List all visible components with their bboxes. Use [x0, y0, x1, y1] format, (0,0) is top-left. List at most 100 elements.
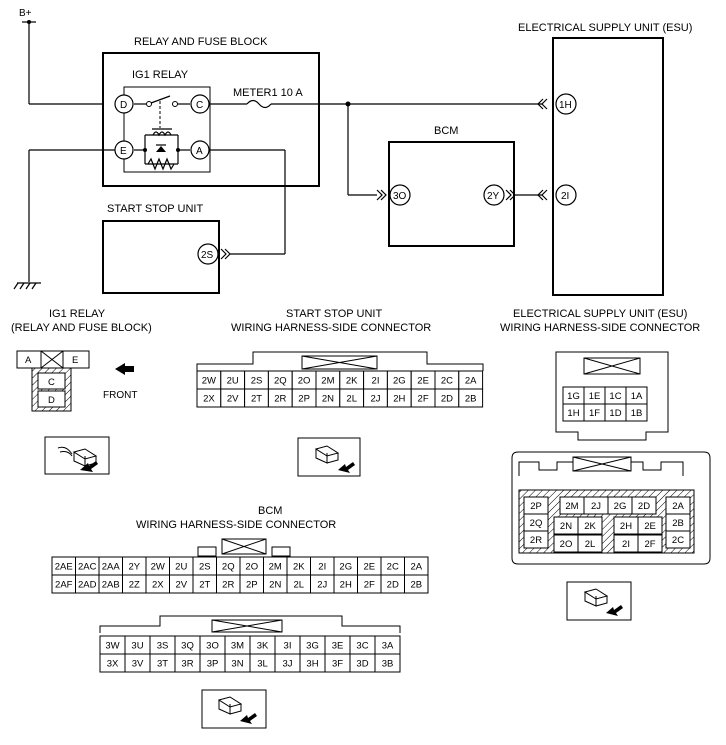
- pin-cell: 3N: [231, 659, 243, 670]
- pin-cell: 2M: [565, 501, 578, 512]
- esu-title: ELECTRICAL SUPPLY UNIT (ESU): [518, 22, 692, 34]
- pin-cell: 3X: [107, 659, 119, 670]
- pin-cell: 2A: [465, 376, 477, 387]
- pin-cell: 2O: [298, 376, 311, 387]
- pin-cell: 2AB: [102, 580, 120, 591]
- pin-cell: 2P: [298, 394, 310, 405]
- pin-cell: 2A: [410, 562, 422, 573]
- b-plus-label: B+: [19, 8, 32, 19]
- pin-cell: 2B: [672, 518, 684, 529]
- pin-cell: 2Z: [129, 580, 140, 591]
- bcm-title: BCM: [434, 125, 458, 137]
- pin-cell: 3U: [131, 641, 143, 652]
- esu-conn-subtitle: WIRING HARNESS-SIDE CONNECTOR: [500, 322, 700, 334]
- pin-cell: 2E: [644, 521, 656, 532]
- ssu-connector-icon: [297, 437, 361, 477]
- pin-cell: 1F: [589, 408, 600, 419]
- pin-cell: 3Q: [181, 641, 194, 652]
- pin-cell: 2F: [418, 394, 429, 405]
- start-stop-unit-title: START STOP UNIT: [107, 203, 203, 215]
- front-arrow-icon: [115, 363, 134, 375]
- ig1-relay-box: [123, 86, 211, 173]
- pin-cell: 2W: [151, 562, 165, 573]
- ig1-conn-subtitle: (RELAY AND FUSE BLOCK): [11, 322, 152, 334]
- relay-pin-e-label: E: [120, 146, 127, 157]
- pin-cell: 2T: [251, 394, 262, 405]
- ssu-pin-2s: [197, 243, 219, 265]
- pin-cell: 3J: [282, 659, 292, 670]
- pin-cell: 1G: [567, 391, 580, 402]
- bcm-connector-icon: [201, 689, 267, 729]
- bcm-pin-3o-label: 3O: [393, 191, 407, 202]
- pin-cell: 2AD: [78, 580, 97, 591]
- pin-cell: 3E: [332, 641, 344, 652]
- pin-cell: 3W: [105, 641, 119, 652]
- pin-cell: 2AF: [55, 580, 73, 591]
- pin-cell: 3T: [157, 659, 168, 670]
- pin-cell: 2T: [199, 580, 210, 591]
- pin-cell: 2G: [614, 501, 627, 512]
- esu-box: [552, 37, 664, 296]
- pin-cell: 2Q: [530, 518, 543, 529]
- pin-cell: 2H: [393, 394, 405, 405]
- pin-cell: 3G: [306, 641, 319, 652]
- pin-cell: 2U: [175, 562, 187, 573]
- pin-cell: 2Q: [222, 562, 235, 573]
- pin-cell: 1H: [567, 408, 579, 419]
- pin-cell: 2N: [322, 394, 334, 405]
- pin-cell: 2W: [202, 376, 216, 387]
- pin-cell: 2J: [370, 394, 380, 405]
- ssu-conn-title: START STOP UNIT: [286, 308, 382, 320]
- meter1-fuse-label: METER1 10 A: [233, 87, 303, 99]
- ig1-cell-d: D: [48, 395, 55, 406]
- bcm-pin-2y: [483, 184, 505, 206]
- pin-cell: 2D: [387, 580, 399, 591]
- pin-cell: 2G: [339, 562, 352, 573]
- pin-cell: 2Y: [128, 562, 140, 573]
- pin-cell: 2I: [622, 539, 630, 550]
- pin-cell: 1B: [631, 408, 643, 419]
- pin-cell: 2E: [363, 562, 375, 573]
- pin-cell: 2M: [269, 562, 282, 573]
- pin-cell: 2F: [364, 580, 375, 591]
- pin-cell: 2F: [644, 539, 655, 550]
- relay-fuse-block: [102, 52, 320, 187]
- pin-cell: 2AC: [78, 562, 97, 573]
- bcm-conn-subtitle: WIRING HARNESS-SIDE CONNECTOR: [136, 519, 336, 531]
- bcm-pin-2y-label: 2Y: [487, 191, 500, 202]
- ground-symbol: [13, 282, 41, 290]
- ig1-front-label: FRONT: [103, 390, 137, 401]
- esu-connector-icon: [566, 581, 632, 621]
- pin-cell: 3V: [132, 659, 144, 670]
- ig1-cell-a: A: [25, 355, 32, 366]
- pin-cell: 3H: [306, 659, 318, 670]
- pin-cell: 2Q: [274, 376, 287, 387]
- pin-cell: 2L: [585, 539, 596, 550]
- pin-cell: 3P: [207, 659, 219, 670]
- ig1-connector-icon: [44, 436, 110, 475]
- pin-cell: 2X: [152, 580, 164, 591]
- pin-cell: 2R: [530, 535, 542, 546]
- esu-pin-1h-label: 1H: [559, 100, 572, 111]
- pin-cell: 2N: [560, 521, 572, 532]
- esu-pin-2i: [555, 184, 577, 206]
- pin-cell: 2S: [251, 376, 263, 387]
- pin-cell: 2B: [410, 580, 422, 591]
- ig1-cell-c: C: [48, 377, 55, 388]
- relay-fuse-block-title: RELAY AND FUSE BLOCK: [134, 36, 268, 48]
- pin-cell: 2S: [199, 562, 211, 573]
- pin-cell: 1D: [609, 408, 621, 419]
- pin-cell: 2D: [441, 394, 453, 405]
- pin-cell: 2V: [227, 394, 239, 405]
- pin-cell: 2C: [441, 376, 453, 387]
- pin-cell: 2R: [222, 580, 234, 591]
- pin-cell: 2N: [269, 580, 281, 591]
- pin-cell: 2K: [346, 376, 358, 387]
- ssu-pin-2s-label: 2S: [201, 250, 214, 261]
- pin-cell: 2I: [372, 376, 380, 387]
